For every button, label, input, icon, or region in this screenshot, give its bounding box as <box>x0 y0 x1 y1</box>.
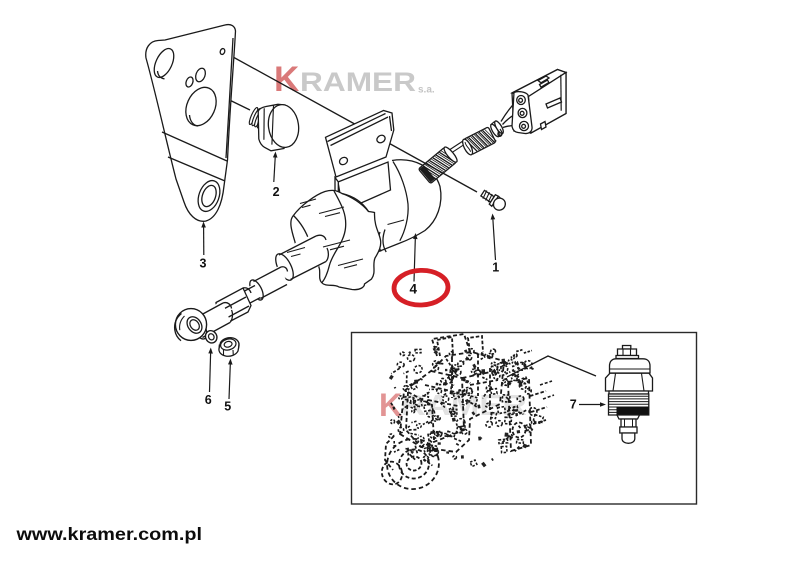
svg-text:5: 5 <box>224 400 231 414</box>
svg-text:K: K <box>274 60 299 99</box>
svg-text:www.kramer.com.pl: www.kramer.com.pl <box>15 524 202 544</box>
svg-text:RAMER: RAMER <box>300 67 416 97</box>
svg-text:4: 4 <box>410 281 418 296</box>
svg-text:2: 2 <box>273 185 280 199</box>
svg-text:3: 3 <box>200 257 207 271</box>
svg-text:K: K <box>379 387 402 423</box>
svg-text:6: 6 <box>205 393 212 407</box>
svg-text:7: 7 <box>570 398 577 412</box>
svg-text:1: 1 <box>492 261 499 275</box>
svg-text:s.a.: s.a. <box>418 85 435 96</box>
